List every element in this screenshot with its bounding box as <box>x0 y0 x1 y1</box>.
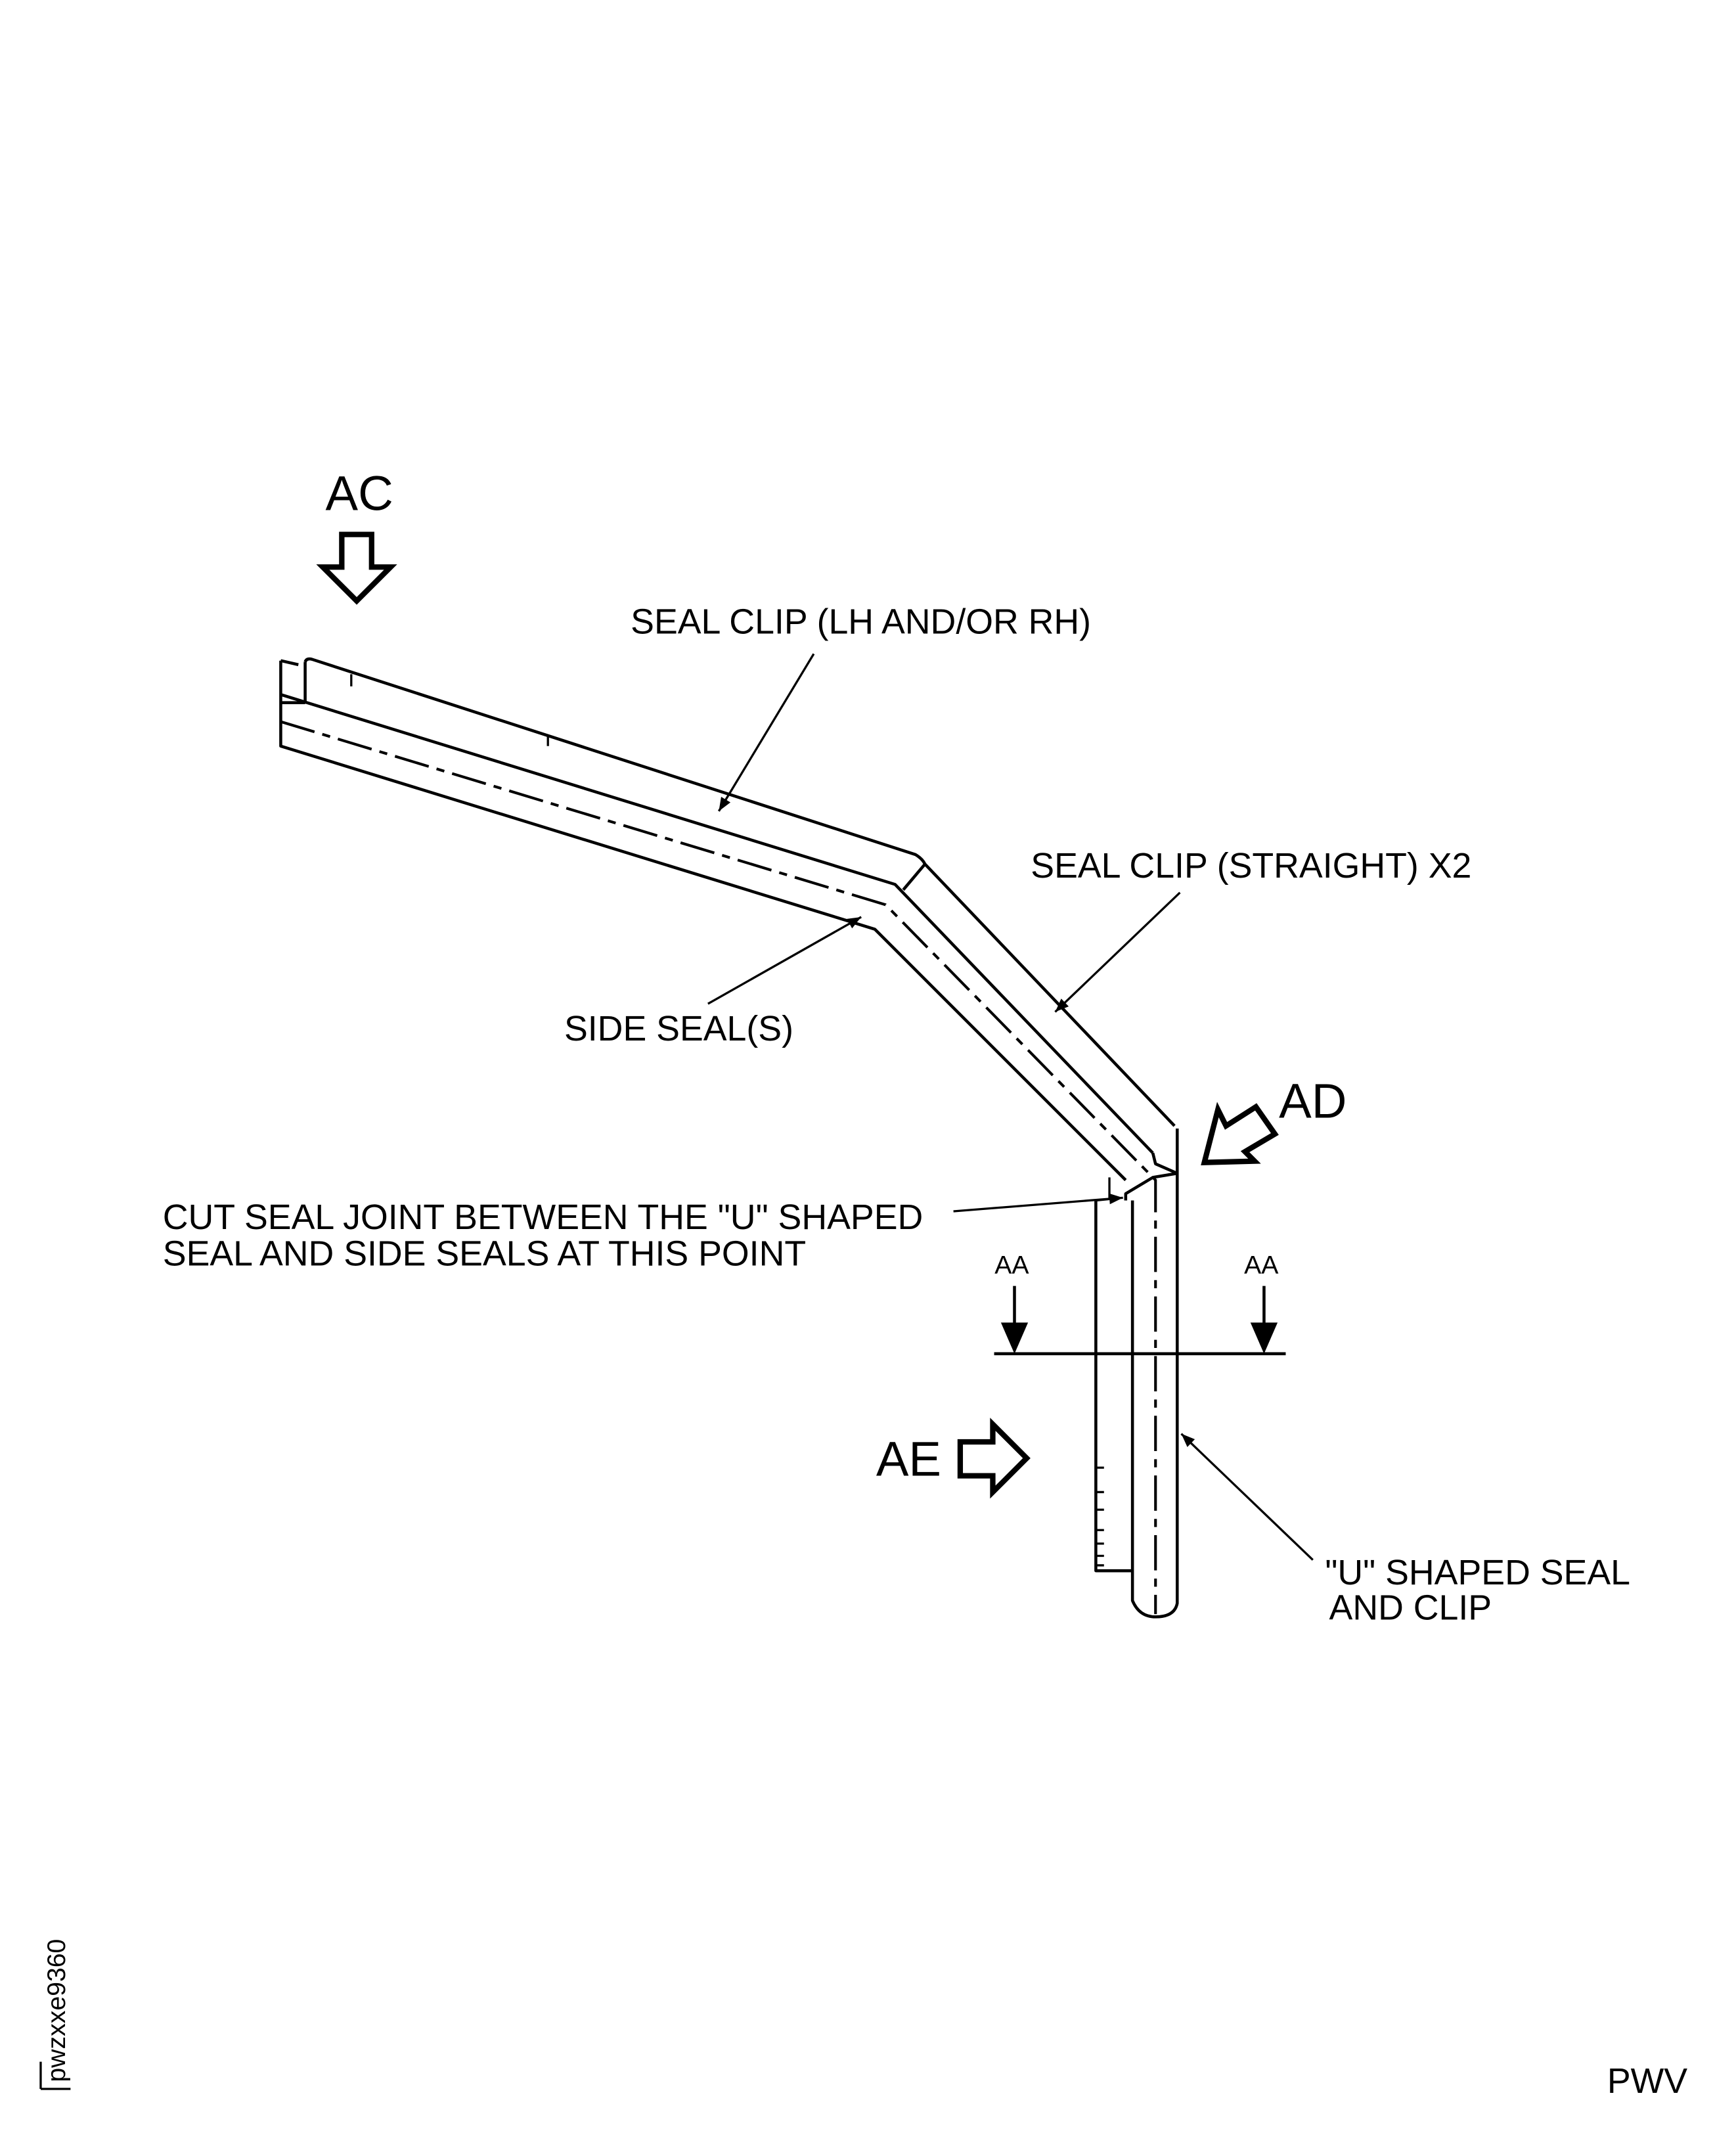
callout-cut-seal-line1: CUT SEAL JOINT BETWEEN THE "U" SHAPED <box>163 1198 923 1237</box>
callout-cut-seal-line2: SEAL AND SIDE SEALS AT THIS POINT <box>163 1234 806 1274</box>
callout-seal-clip-lh-rh: SEAL CLIP (LH AND/OR RH) <box>631 602 1091 641</box>
view-ac: AC <box>316 466 397 605</box>
view-ac-label: AC <box>326 466 393 520</box>
corner-code: PWV <box>1607 2061 1687 2101</box>
callout-u-shaped-line2: AND CLIP <box>1329 1588 1492 1628</box>
callout-side-seals: SIDE SEAL(S) <box>564 1009 793 1048</box>
figure-id: pwzxxe9360 <box>42 1939 71 2082</box>
callout-seal-clip-straight: SEAL CLIP (STRAIGHT) X2 <box>1031 846 1471 885</box>
arrow-down-icon <box>316 531 397 605</box>
arrow-right-icon <box>957 1418 1031 1499</box>
view-ad-label: AD <box>1279 1074 1347 1129</box>
seal-assembly <box>279 657 1179 1619</box>
view-ad: AD <box>1201 1074 1347 1165</box>
leaders <box>707 653 1314 1561</box>
view-ae-label: AE <box>876 1432 941 1487</box>
arrow-down-left-icon <box>1201 1102 1279 1165</box>
section-label-right: AA <box>1244 1251 1279 1280</box>
callout-u-shaped-line1: "U" SHAPED SEAL <box>1325 1553 1630 1592</box>
view-ae: AE <box>876 1418 1031 1499</box>
section-aa: AA AA <box>994 1251 1286 1356</box>
section-label-left: AA <box>994 1251 1029 1280</box>
